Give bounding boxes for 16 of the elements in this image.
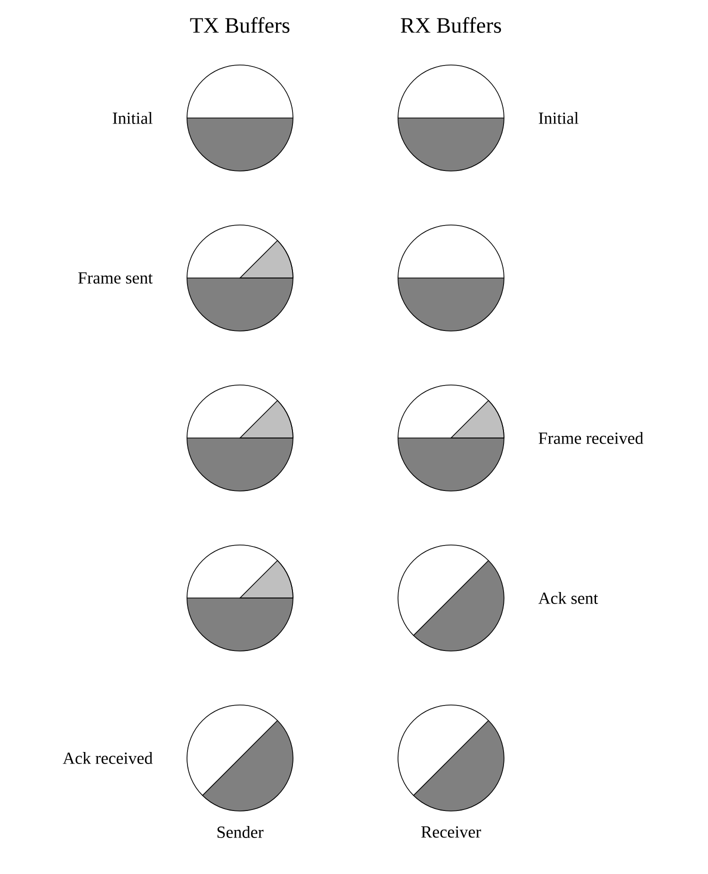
buffer-circle [398, 544, 504, 652]
buffer-circle [186, 544, 294, 652]
state-label: Initial [538, 112, 578, 124]
state-label: Initial [112, 112, 152, 124]
buffer-circle [398, 704, 504, 812]
state-label: Ack sent [538, 592, 598, 604]
state-label: Frame received [538, 432, 644, 444]
buffer-circle [398, 384, 504, 492]
state-label: Ack received [62, 752, 153, 764]
buffer-circle [186, 384, 294, 492]
buffer-circle [398, 64, 504, 172]
state-label: Frame sent [78, 272, 153, 284]
buffer-circle [186, 704, 294, 812]
buffer-circle [398, 224, 504, 332]
buffer-circle [186, 224, 294, 332]
buffer-circle [186, 64, 294, 172]
